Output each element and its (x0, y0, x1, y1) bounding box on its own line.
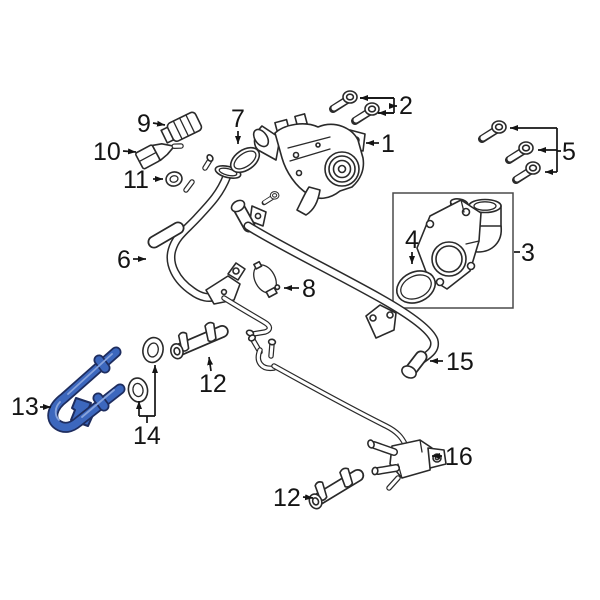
callout-label[interactable]: 10 (93, 138, 121, 166)
water-pump-part-1 (252, 113, 366, 216)
callout-3[interactable]: 3 (514, 239, 535, 267)
callout-label[interactable]: 9 (137, 110, 151, 138)
callout-9[interactable]: 9 (137, 110, 166, 138)
leader-line (302, 494, 314, 501)
callout-2[interactable]: 2 (360, 92, 413, 120)
callout-label[interactable]: 2 (399, 92, 413, 120)
callout-14[interactable]: 14 (133, 365, 161, 450)
callout-label[interactable]: 6 (117, 246, 131, 274)
callout-label[interactable]: 8 (302, 275, 316, 303)
connector-pipe-part-12-lower (303, 465, 364, 511)
callout-label[interactable]: 14 (133, 422, 161, 450)
leader-line (207, 356, 214, 372)
housing-bolts-part-5 (482, 121, 540, 180)
callout-12-upper[interactable]: 12 (199, 356, 227, 398)
thermostat-housing-part-3 (392, 192, 514, 309)
callout-label[interactable]: 16 (445, 443, 473, 471)
callout-11[interactable]: 11 (123, 166, 163, 194)
thermostat-seal-part-4 (395, 270, 437, 304)
callout-label[interactable]: 4 (405, 226, 419, 254)
callout-7[interactable]: 7 (231, 105, 245, 144)
callout-label[interactable]: 11 (123, 166, 149, 194)
leader-line (122, 148, 137, 155)
leader-line (556, 128, 561, 172)
sensor-part-9 (160, 111, 203, 144)
callout-13[interactable]: 13 (11, 393, 51, 421)
hose-connector-part-16 (247, 334, 447, 491)
callout-6[interactable]: 6 (117, 246, 146, 274)
temperature-sensor-part-10 (135, 143, 184, 170)
callout-5[interactable]: 5 (510, 125, 576, 175)
callout-label[interactable]: 7 (231, 105, 245, 133)
o-ring-part-7 (229, 146, 261, 174)
callout-label[interactable]: 12 (273, 484, 301, 512)
callout-16[interactable]: 16 (432, 443, 473, 471)
upper-coolant-hose-part-6 (147, 154, 273, 337)
callout-4[interactable]: 4 (405, 226, 419, 264)
hose-clamp-part-8 (253, 260, 281, 299)
leader-line (152, 120, 166, 127)
callout-8[interactable]: 8 (284, 275, 316, 303)
callout-15[interactable]: 15 (430, 348, 474, 376)
callout-label[interactable]: 1 (381, 130, 395, 158)
callout-label[interactable]: 15 (446, 348, 474, 376)
leader-line (139, 415, 155, 423)
tube-o-rings-part-14 (127, 336, 164, 403)
callout-label[interactable]: 5 (562, 138, 576, 166)
callout-label[interactable]: 3 (521, 239, 535, 267)
callout-12-lower[interactable]: 12 (273, 484, 314, 512)
callout-10[interactable]: 10 (93, 138, 137, 166)
connector-pipe-part-12-upper (166, 320, 226, 360)
callout-label[interactable]: 13 (11, 393, 39, 421)
callout-1[interactable]: 1 (366, 130, 395, 158)
callout-label[interactable]: 12 (199, 370, 227, 398)
sensor-o-ring-part-11 (165, 171, 183, 187)
coolant-tube-part-13-highlighted[interactable] (47, 346, 126, 433)
pump-bolts-part-2 (333, 91, 379, 121)
lower-coolant-hose-part-15 (230, 192, 440, 379)
